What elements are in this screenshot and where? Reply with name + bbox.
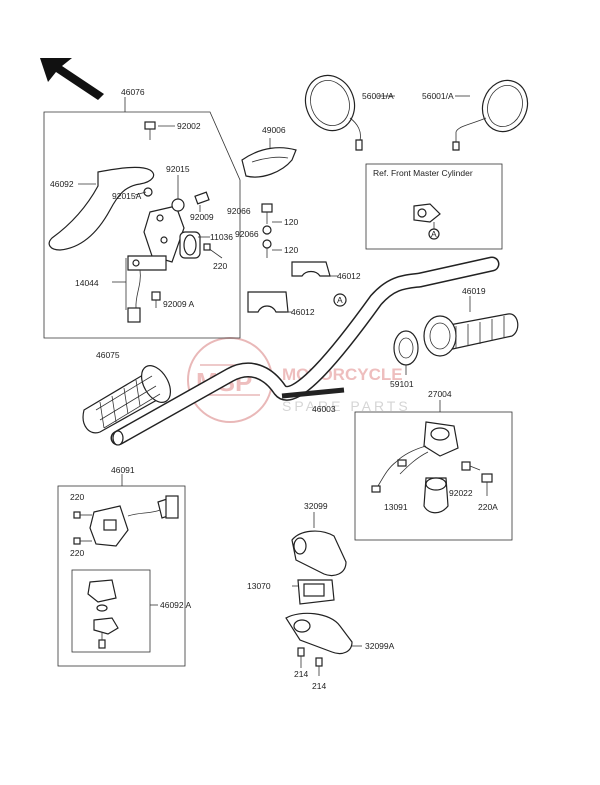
label-59101: 59101 [390, 379, 414, 389]
label-56001A-left: 56001/A [362, 91, 394, 101]
grip-right-46019 [423, 313, 519, 357]
lever-46092 [48, 166, 155, 251]
grip-left-46075 [82, 365, 172, 434]
watermark-line2: SPARE PARTS [282, 398, 411, 414]
label-46003: 46003 [312, 404, 336, 414]
washer-92066 [262, 225, 282, 258]
label-46012-lower: 46012 [291, 307, 315, 317]
screw-220A [481, 473, 493, 496]
mark-a-handlebar [333, 293, 347, 307]
screw-220-upper [73, 511, 92, 519]
label-120-upper: 120 [284, 217, 298, 227]
label-92009: 92009 [190, 212, 214, 222]
screw-92002 [144, 121, 175, 140]
label-92066-lower: 92066 [235, 229, 259, 239]
part-labels: 46076 92002 46092 92015 92015A 92009 110… [50, 87, 498, 691]
ref-master-cylinder-box: Ref. Front Master Cylinder [365, 163, 503, 250]
label-13091: 13091 [384, 502, 408, 512]
screw-92009A [151, 291, 161, 308]
label-92022: 92022 [449, 488, 473, 498]
label-92066-upper: 92066 [227, 206, 251, 216]
clutch-lever-group [43, 97, 241, 339]
switch-13070 [292, 579, 335, 605]
holder-46012-upper [291, 261, 338, 277]
label-49006: 49006 [262, 125, 286, 135]
label-220A: 220A [478, 502, 498, 512]
label-32099: 32099 [304, 501, 328, 511]
label-46092A: 46092 A [160, 600, 192, 610]
label-214-left: 214 [294, 669, 308, 679]
bolt-92009 [194, 191, 210, 212]
bolt-120-upper [261, 203, 282, 224]
mirror-right [452, 79, 529, 151]
label-46076: 46076 [121, 87, 145, 97]
screw-46092A [98, 632, 106, 649]
housing-32099 [291, 512, 347, 577]
label-92009A: 92009 A [163, 299, 195, 309]
left-switch-group [57, 474, 186, 667]
label-220-lever: 220 [213, 261, 227, 271]
front-direction-arrow-icon [40, 58, 104, 100]
ref-box-title: Ref. Front Master Cylinder [373, 168, 473, 178]
right-switch-group [354, 400, 513, 541]
label-46092: 46092 [50, 179, 74, 189]
label-120-lower: 120 [284, 245, 298, 255]
housing-32099A [285, 612, 362, 655]
label-46075: 46075 [96, 350, 120, 360]
label-46019: 46019 [462, 286, 486, 296]
label-92002: 92002 [177, 121, 201, 131]
part-59101 [393, 330, 419, 375]
label-14044: 14044 [75, 278, 99, 288]
label-46091: 46091 [111, 465, 135, 475]
label-27004: 27004 [428, 389, 452, 399]
screws-214 [297, 647, 323, 676]
label-214-right: 214 [312, 681, 326, 691]
label-92015: 92015 [166, 164, 190, 174]
lever-bracket [143, 205, 210, 263]
handlebar-46003 [110, 256, 500, 446]
label-220-switch-lower: 220 [70, 548, 84, 558]
mark-a-handlebar-label: A [337, 295, 343, 305]
screw-220-lower [73, 537, 92, 545]
switch-14044 [112, 255, 167, 323]
label-56001A-right: 56001/A [422, 91, 454, 101]
label-32099A: 32099A [365, 641, 395, 651]
washer-92015 [171, 175, 185, 212]
label-220-switch-upper: 220 [70, 492, 84, 502]
label-92015A: 92015A [112, 191, 142, 201]
screw-220 [203, 243, 223, 259]
cover-49006 [241, 138, 297, 178]
label-46012-upper: 46012 [337, 271, 361, 281]
mirror-left [304, 74, 363, 151]
mark-a-ref: A [431, 229, 437, 239]
label-11036: 11036 [210, 232, 233, 242]
holder-46012-lower [247, 291, 292, 313]
label-13070: 13070 [247, 581, 271, 591]
